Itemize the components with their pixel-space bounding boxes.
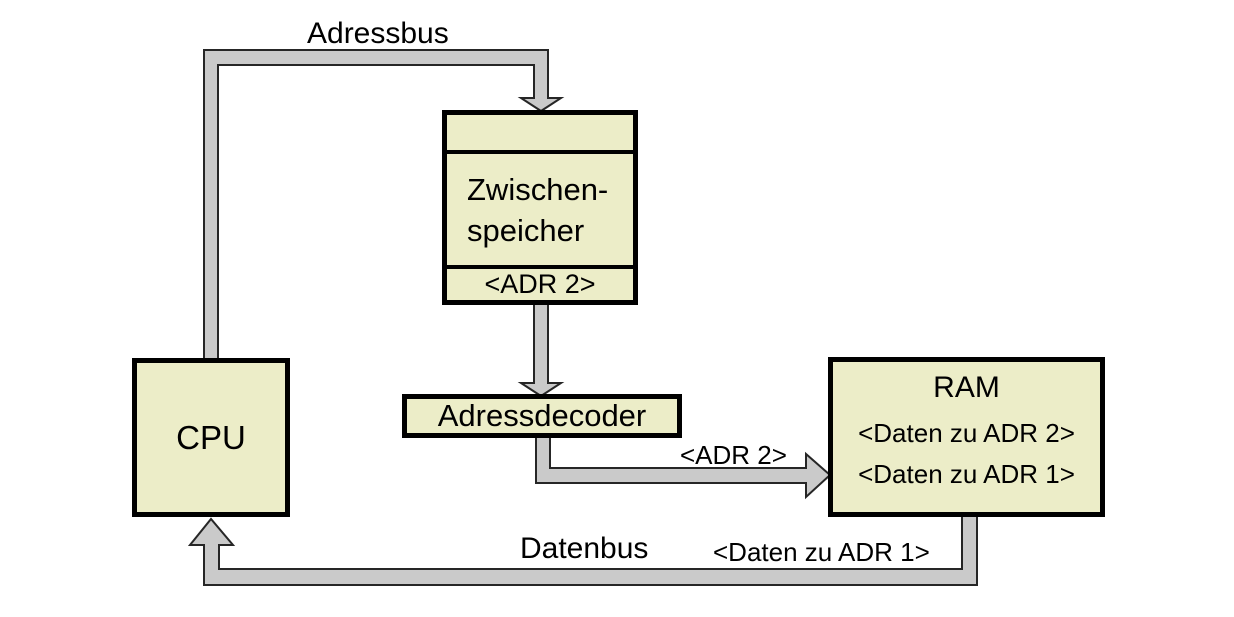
address-bus-arrow xyxy=(203,49,565,363)
cpu-label: CPU xyxy=(176,418,246,456)
zwischenspeicher-label: Zwischen- speicher xyxy=(447,154,633,269)
zwischenspeicher-empty-slot xyxy=(447,115,633,154)
adr2-arrow-label: <ADR 2> xyxy=(680,440,787,470)
data-bus-arrow xyxy=(187,512,978,586)
zwischenspeicher-label-line1: Zwischen- xyxy=(467,171,609,207)
data-bus-value-label: <Daten zu ADR 1> xyxy=(713,537,930,567)
address-decoder-box: Adressdecoder xyxy=(402,394,682,438)
cpu-box: CPU xyxy=(132,358,290,517)
decoder-to-ram-arrow xyxy=(535,433,832,500)
ram-box: RAM <Daten zu ADR 2> <Daten zu ADR 1> xyxy=(828,357,1105,517)
zwischenspeicher-box: Zwischen- speicher <ADR 2> xyxy=(442,110,638,305)
buffer-to-decoder-arrow xyxy=(517,299,565,398)
data-bus-label: Datenbus xyxy=(520,532,649,565)
zwischenspeicher-adr-slot: <ADR 2> xyxy=(447,269,633,300)
address-bus-label: Adressbus xyxy=(307,17,449,50)
zwischenspeicher-label-line2: speicher xyxy=(467,212,585,248)
ram-title: RAM xyxy=(933,371,1000,404)
zwischenspeicher-adr-value: <ADR 2> xyxy=(484,269,596,299)
ram-data-row-adr2: <Daten zu ADR 2> xyxy=(858,418,1075,448)
address-decoder-label: Adressdecoder xyxy=(437,398,647,433)
ram-data-row-adr1: <Daten zu ADR 1> xyxy=(858,459,1075,489)
